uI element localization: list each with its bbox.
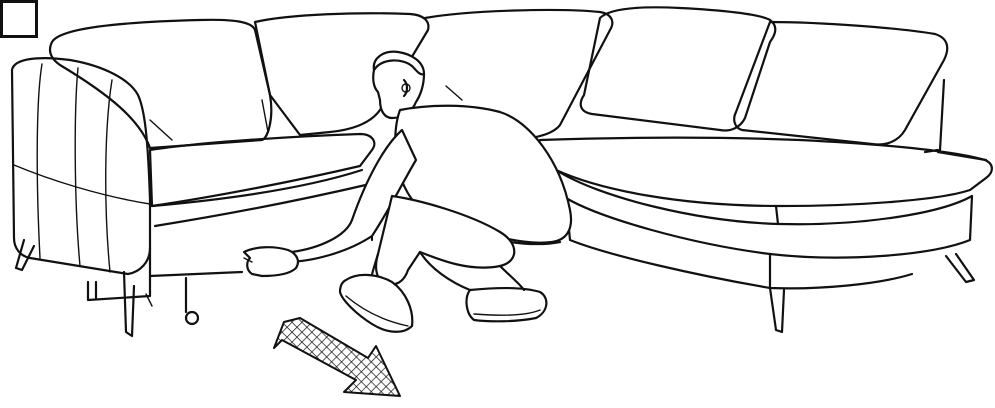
sofa-chaise-right bbox=[539, 138, 992, 332]
person-figure bbox=[244, 52, 571, 332]
sofa-left-armrest bbox=[12, 58, 150, 336]
sofa-seat-left bbox=[88, 134, 374, 324]
